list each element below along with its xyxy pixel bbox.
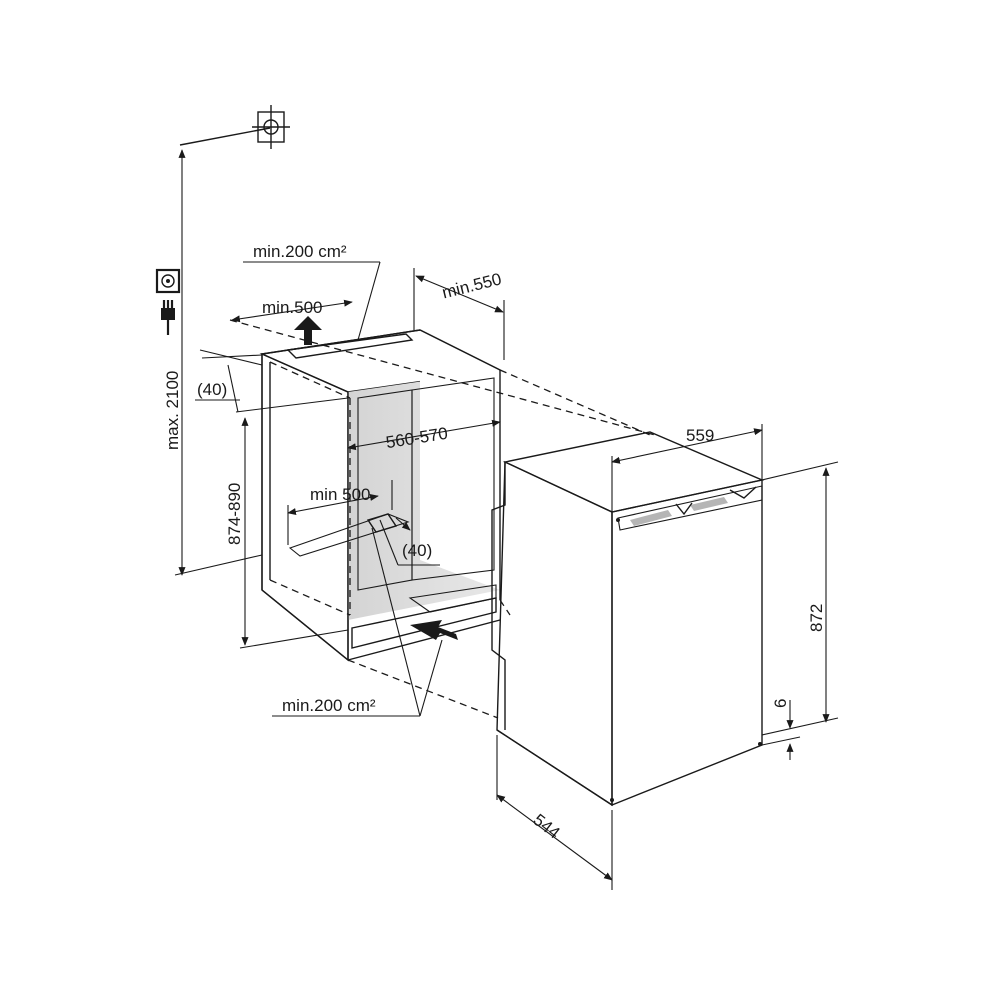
vent-top-area-label: min.200 cm² — [253, 242, 347, 261]
vent-bottom-area-label: min.200 cm² — [282, 696, 376, 715]
appliance-unit — [491, 431, 765, 807]
unit-width-dimension: 559 — [611, 424, 763, 512]
inner-floor-vent — [288, 513, 410, 557]
gap-inner-dimension: (40) — [379, 517, 440, 566]
power-plug-icon — [161, 300, 175, 335]
vent-inner-width-dimension: min 500 — [287, 480, 393, 545]
unit-height-dimension: 872 — [761, 461, 839, 736]
depth-min-label: min.550 — [440, 269, 503, 302]
unit-depth-label: 544 — [530, 810, 564, 842]
vent-inner-width-label: min 500 — [310, 485, 370, 504]
niche-cabinet — [259, 329, 503, 662]
vent-bottom-area-callout: min.200 cm² — [272, 527, 443, 717]
vent-top-area-callout: min.200 cm² — [243, 242, 381, 341]
niche-height-dimension: 874-890 — [225, 417, 349, 649]
max-height-label: max. 2100 — [163, 371, 182, 450]
vent-top-width-dimension: min.500 — [231, 298, 353, 323]
top-airflow-arrow — [294, 316, 322, 345]
gap-inner-label: (40) — [402, 541, 432, 560]
unit-depth-dimension: 544 — [496, 735, 613, 890]
unit-width-label: 559 — [686, 426, 714, 445]
wall-outlet-icon — [179, 105, 290, 149]
unit-height-label: 872 — [807, 604, 826, 632]
gap-top-dimension: (40) — [195, 349, 263, 413]
projection-lines — [229, 319, 656, 719]
vent-top-width-label: min.500 — [262, 298, 322, 317]
niche-height-label: 874-890 — [225, 483, 244, 545]
bottom-airflow-arrow — [410, 620, 458, 640]
max-height-dimension: max. 2100 — [163, 149, 263, 576]
gap-top-label: (40) — [197, 380, 227, 399]
socket-symbol-icon — [155, 268, 181, 294]
top-vent-grille — [286, 333, 414, 359]
unit-plinth-dimension: 6 — [761, 699, 801, 760]
unit-plinth-label: 6 — [771, 699, 790, 708]
